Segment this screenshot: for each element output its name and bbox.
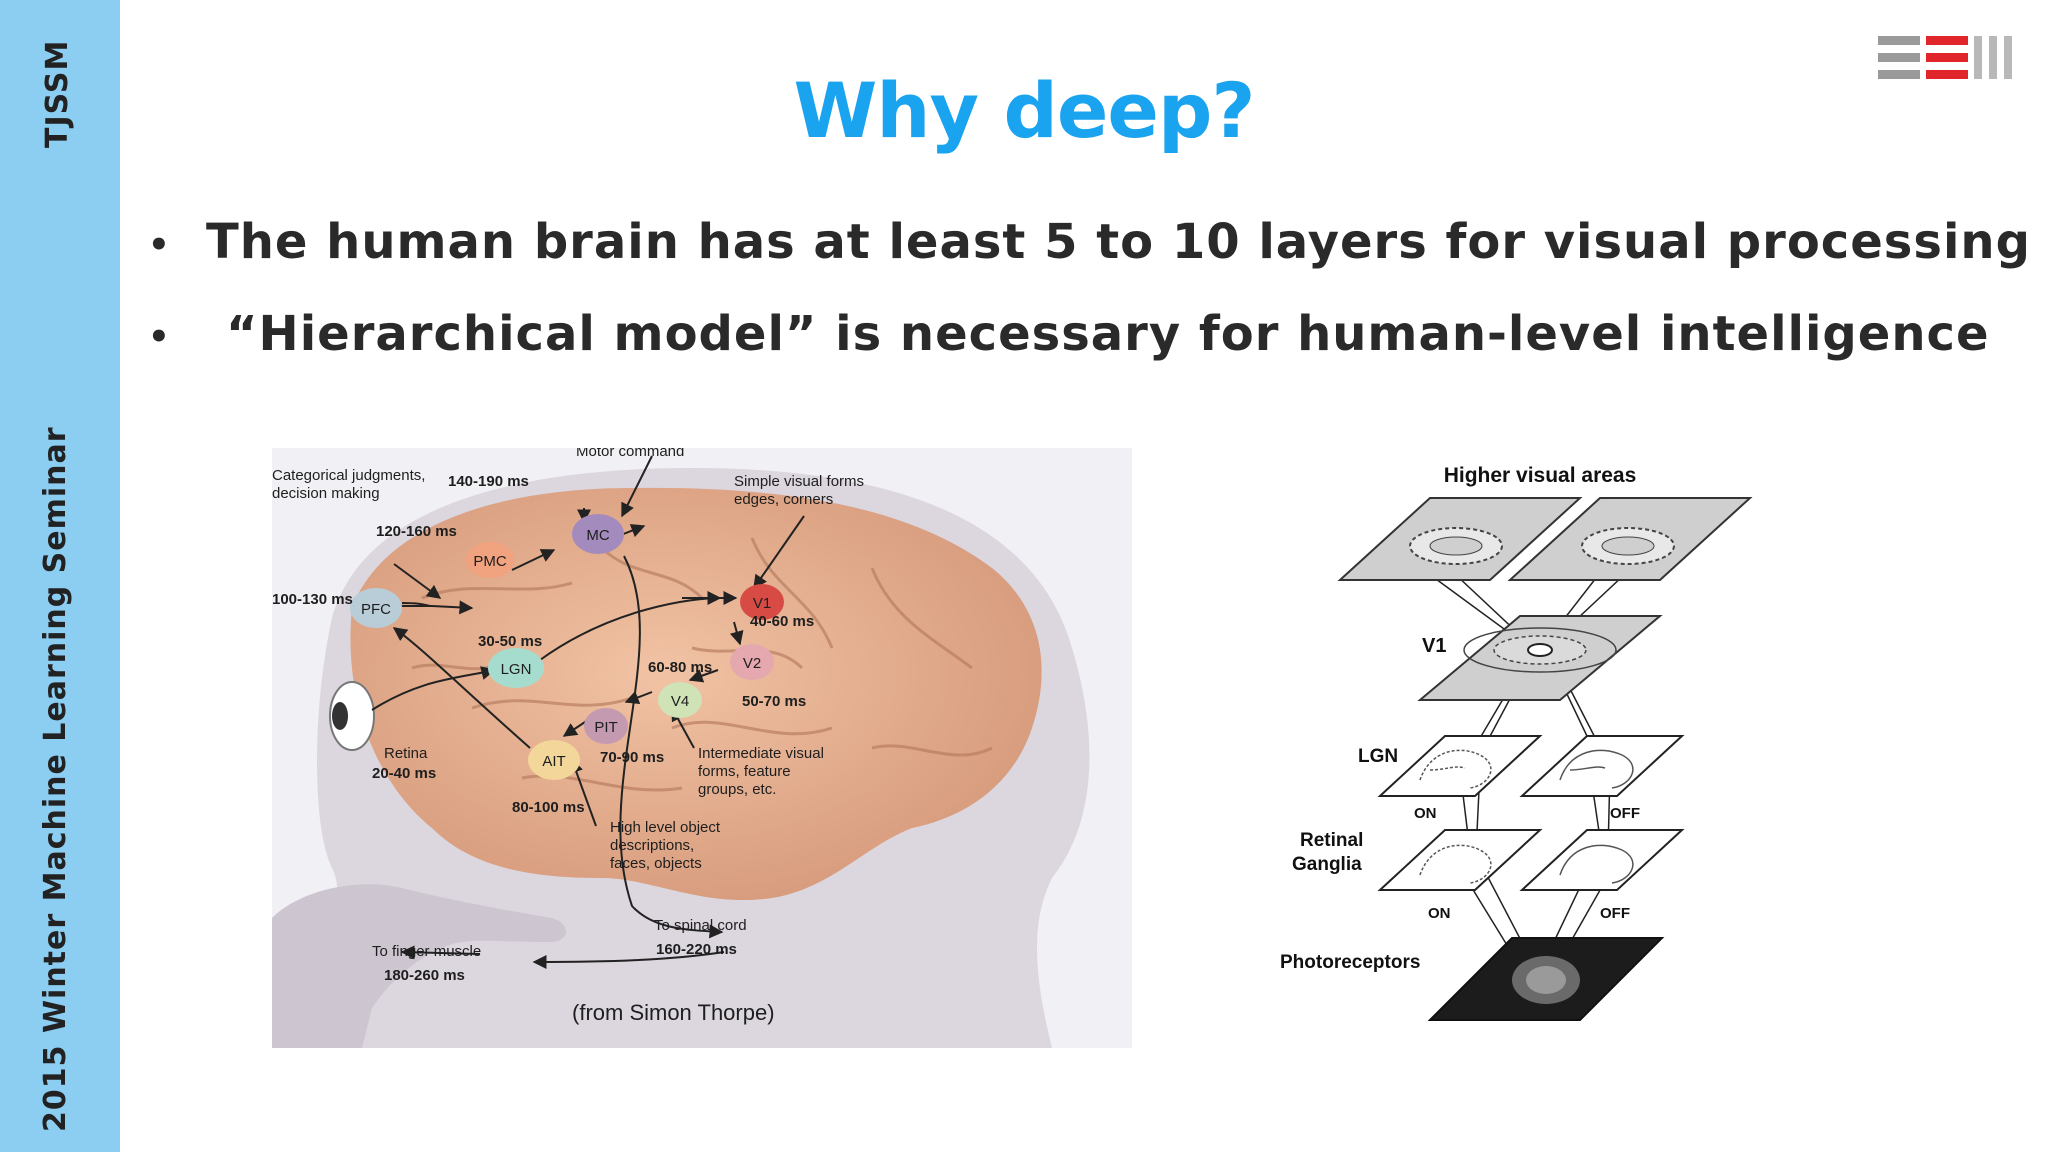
- slide-title: Why deep?: [793, 66, 1256, 155]
- area-node-pfc: [350, 588, 402, 628]
- svg-text:faces, objects: faces, objects: [610, 855, 702, 872]
- label-ganglia-on: ON: [1428, 905, 1451, 922]
- bullet-item: • “Hierarchical model” is necessary for h…: [148, 306, 1990, 362]
- svg-text:PFC: PFC: [361, 601, 391, 618]
- eye: [329, 681, 375, 751]
- plane-lgn-off: [1519, 735, 1685, 797]
- label-retina: Retina: [384, 745, 428, 762]
- sidebar: TJSSM 2015 Winter Machine Learning Semin…: [0, 0, 120, 1152]
- plane-ganglia-off: [1519, 829, 1685, 891]
- label-lgn-off: OFF: [1610, 805, 1640, 822]
- hand-silhouette: [272, 884, 567, 1048]
- label-lgn: LGN: [1358, 746, 1398, 767]
- svg-text:PMC: PMC: [473, 553, 507, 570]
- sidebar-event: 2015 Winter Machine Learning Seminar: [38, 426, 73, 1132]
- label-photoreceptors: Photoreceptors: [1280, 952, 1420, 973]
- svg-text:Ganglia: Ganglia: [1292, 854, 1362, 875]
- label-intermediate: Intermediate visual: [698, 745, 824, 762]
- svg-text:MC: MC: [586, 527, 609, 544]
- timing-ait: 80-100 ms: [512, 799, 585, 816]
- plane-lgn-on: [1377, 735, 1543, 797]
- area-node-v1: [740, 584, 784, 620]
- bullet-dot-icon: •: [148, 317, 171, 357]
- svg-text:forms, feature: forms, feature: [698, 763, 791, 780]
- seminar-logo-icon: [1878, 36, 2012, 79]
- plane-ganglia-on: [1377, 829, 1543, 891]
- svg-text:PIT: PIT: [594, 719, 617, 736]
- timing-pfc: 100-130 ms: [272, 591, 353, 608]
- bullet-item: • The human brain has at least 5 to 10 la…: [148, 214, 2031, 270]
- label-retinal: Retinal: [1300, 830, 1363, 851]
- svg-text:decision making: decision making: [272, 485, 380, 502]
- area-node-v2: [730, 644, 774, 680]
- timing-retina: 20-40 ms: [372, 765, 436, 782]
- svg-text:AIT: AIT: [542, 753, 565, 770]
- area-node-pmc: [466, 542, 514, 578]
- bullet-text: The human brain has at least 5 to 10 lay…: [206, 214, 2031, 270]
- area-node-pit: [584, 708, 628, 744]
- area-node-lgn: [488, 648, 544, 688]
- timing-spinal: 160-220 ms: [656, 941, 737, 958]
- label-v1: V1: [1422, 635, 1446, 657]
- label-lgn-on: ON: [1414, 805, 1437, 822]
- label-ganglia-off: OFF: [1600, 905, 1630, 922]
- timing-finger: 180-260 ms: [384, 967, 465, 984]
- svg-text:V2: V2: [743, 655, 761, 672]
- label-higher-visual-areas: Higher visual areas: [1444, 464, 1637, 487]
- timing-pmc: 120-160 ms: [376, 523, 457, 540]
- label-motor: Motor command: [576, 448, 684, 460]
- label-high-level: High level object: [610, 819, 721, 836]
- bullet-text: “Hierarchical model” is necessary for hu…: [226, 306, 1990, 362]
- timing-mc: 140-190 ms: [448, 473, 529, 490]
- label-finger: To finger muscle: [372, 943, 481, 960]
- label-simple: Simple visual forms: [734, 473, 864, 490]
- svg-text:edges, corners: edges, corners: [734, 491, 833, 508]
- timing-lgn: 30-50 ms: [478, 633, 542, 650]
- bullet-dot-icon: •: [148, 225, 171, 265]
- timing-v2: 50-70 ms: [742, 693, 806, 710]
- timing-v1: 40-60 ms: [750, 613, 814, 630]
- area-node-mc: [572, 514, 624, 554]
- area-node-ait: [528, 740, 580, 780]
- area-node-v4: [658, 682, 702, 718]
- svg-text:LGN: LGN: [501, 661, 532, 678]
- figure-credit: (from Simon Thorpe): [572, 1000, 775, 1025]
- svg-text:groups, etc.: groups, etc.: [698, 781, 776, 798]
- timing-pit: 70-90 ms: [600, 749, 664, 766]
- label-spinal: To spinal cord: [654, 917, 747, 934]
- svg-text:V4: V4: [671, 693, 689, 710]
- visual-hierarchy-figure: Higher visual areas V1 LGN ON OFF Retina…: [1280, 464, 1753, 1021]
- label-categorical: Categorical judgments,: [272, 467, 425, 484]
- svg-text:V1: V1: [753, 595, 771, 612]
- svg-text:descriptions,: descriptions,: [610, 837, 694, 854]
- brain-pathway-figure: PFC PMC MC LGN V1 V2 V4 PIT AIT 100-130 …: [272, 448, 1132, 1048]
- timing-v4: 60-80 ms: [648, 659, 712, 676]
